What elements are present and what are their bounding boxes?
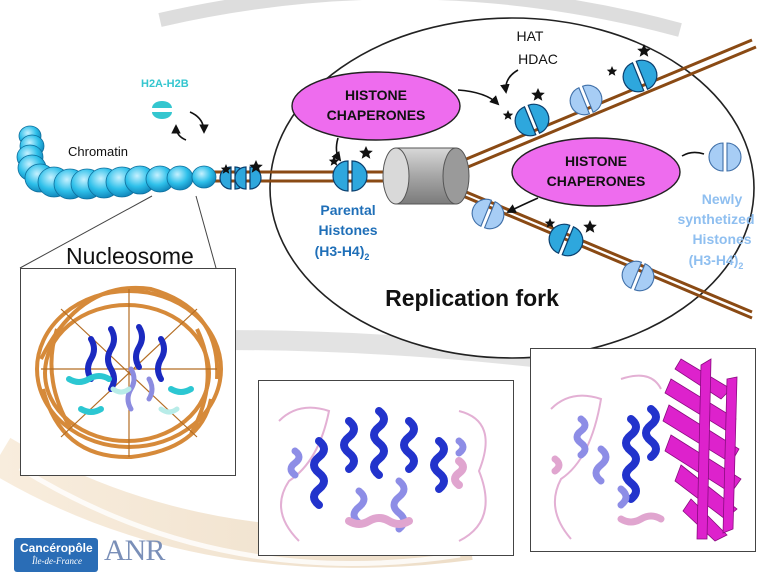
svg-text:CHAPERONES: CHAPERONES	[547, 173, 646, 189]
newly-label-2: synthetized	[677, 211, 754, 227]
h2a-h2b-label: H2A-H2B	[141, 78, 189, 90]
hat-hdac-arrow	[500, 69, 519, 94]
chaperone-top: HISTONE CHAPERONES	[291, 71, 461, 141]
nucleosome-callout	[19, 195, 217, 269]
canceropole-logo-line1: Cancéropôle	[20, 541, 93, 555]
chaperone-complex-structure-image	[550, 358, 742, 542]
svg-text:HISTONE: HISTONE	[345, 87, 407, 103]
protein-structure-panel-right	[530, 348, 756, 552]
chromatin-label: Chromatin	[68, 144, 128, 159]
svg-text:CHAPERONES: CHAPERONES	[327, 107, 426, 123]
new-histones	[471, 84, 742, 292]
newly-label-1: Newly	[702, 191, 743, 207]
chaperone-right: HISTONE CHAPERONES	[511, 137, 681, 207]
protein-structure-panel-middle	[258, 380, 514, 556]
hat-label: HAT	[517, 28, 544, 44]
chaperone-arrows	[331, 89, 705, 213]
exchange-arrow-return	[171, 124, 187, 141]
canceropole-logo-line2: Île-de-France	[32, 556, 82, 566]
h2a-h2b-dimer	[152, 101, 172, 119]
canceropole-logo: Cancéropôle Île-de-France	[14, 538, 98, 572]
exchange-arrow	[189, 111, 209, 134]
parental-formula: (H3-H4)2	[315, 243, 370, 262]
chromatin-fiber	[16, 125, 217, 200]
nucleosome-structure-image	[35, 285, 223, 460]
nucleosome-title: Nucleosome	[66, 243, 194, 269]
hdac-label: HDAC	[518, 51, 558, 67]
nucleosome-structure-panel	[20, 268, 236, 476]
parental-label-2: Histones	[318, 222, 377, 238]
parental-label-1: Parental	[320, 202, 375, 218]
svg-text:HISTONE: HISTONE	[565, 153, 627, 169]
anr-logo: ANR	[104, 534, 165, 567]
newly-formula: (H3-H4)2	[689, 252, 744, 271]
newly-label-3: Histones	[692, 231, 751, 247]
modification-stars	[220, 44, 651, 233]
h3-h4-structure-image	[278, 406, 487, 542]
replisome-cylinder	[382, 147, 470, 205]
replication-fork-title: Replication fork	[385, 285, 559, 311]
